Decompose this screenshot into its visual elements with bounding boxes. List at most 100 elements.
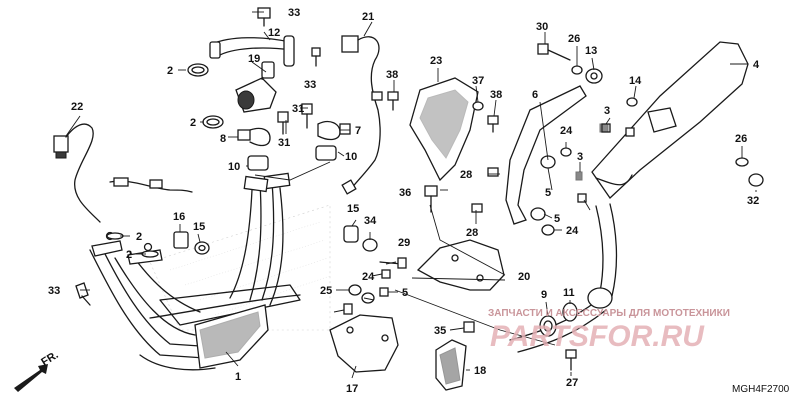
callout-13: 13 — [585, 45, 597, 57]
bolt-35[interactable] — [463, 321, 475, 333]
collar-3-a[interactable] — [599, 123, 609, 133]
callout-30: 30 — [536, 21, 548, 33]
bolt-28-a[interactable] — [487, 167, 499, 177]
washer-24-a[interactable] — [560, 147, 572, 157]
callout-2: 2 — [136, 231, 142, 243]
bolt-38-right[interactable] — [487, 115, 499, 133]
bush-5-b[interactable] — [530, 207, 546, 221]
watermark-brand: PARTSFOR.RU — [490, 320, 705, 353]
callout-2: 2 — [167, 65, 173, 77]
bolt-31-b[interactable] — [301, 103, 313, 129]
callout-33: 33 — [48, 285, 60, 297]
bolt-24-bottom-left[interactable] — [343, 303, 353, 315]
bolt-27[interactable] — [565, 349, 577, 371]
callout-31: 31 — [278, 137, 290, 149]
bolt-33-mid[interactable] — [311, 47, 321, 67]
front-arrow-marker — [14, 364, 48, 392]
bolt-33-left[interactable] — [75, 282, 91, 306]
leader-lines — [65, 11, 757, 379]
callout-36: 36 — [399, 187, 411, 199]
o-ring-2-mid[interactable] — [202, 115, 224, 129]
bolt-33-top[interactable] — [257, 7, 271, 27]
clamp-7[interactable] — [317, 120, 351, 141]
washer-26-top[interactable] — [571, 65, 583, 75]
cover-18[interactable] — [435, 339, 467, 391]
callout-24: 24 — [566, 225, 579, 237]
callout-5: 5 — [402, 287, 408, 299]
callout-29: 29 — [398, 237, 410, 249]
bolt-24-mid[interactable] — [381, 269, 391, 279]
nut-34[interactable] — [362, 238, 378, 252]
o2-sensor-22[interactable] — [53, 123, 193, 223]
muffler-bracket-6[interactable] — [505, 85, 587, 225]
callout-38: 38 — [386, 69, 398, 81]
callout-33: 33 — [288, 7, 300, 19]
callout-2: 2 — [190, 117, 196, 129]
lower-heat-shield-17[interactable] — [329, 314, 399, 373]
callout-22: 22 — [71, 101, 83, 113]
exhaust-header-pipe[interactable] — [89, 172, 301, 371]
reed-valve-19[interactable] — [235, 61, 277, 113]
hose-10-right[interactable] — [315, 145, 337, 161]
nut-3-bottom[interactable] — [361, 292, 375, 304]
o2-sensor-21[interactable] — [341, 35, 383, 195]
nut-32[interactable] — [748, 173, 764, 187]
bolt-30[interactable] — [537, 43, 571, 61]
bush-5-c[interactable] — [577, 193, 587, 203]
callout-1: 1 — [235, 371, 241, 383]
bolt-31-a[interactable] — [277, 111, 289, 135]
callout-2: 2 — [126, 249, 132, 261]
callout-15: 15 — [347, 203, 359, 215]
air-pipe-12[interactable] — [209, 35, 295, 67]
callout-34: 34 — [364, 215, 377, 227]
washer-37[interactable] — [472, 101, 484, 111]
callout-6: 6 — [532, 89, 538, 101]
callout-3: 3 — [604, 105, 610, 117]
nut-15-left[interactable] — [194, 241, 210, 255]
bolt-28-b[interactable] — [471, 203, 483, 213]
callout-28: 28 — [466, 227, 478, 239]
callout-7: 7 — [355, 125, 361, 137]
o-ring-2-top[interactable] — [187, 63, 209, 77]
bolt-38-left[interactable] — [387, 91, 399, 111]
callout-27: 27 — [566, 377, 578, 389]
clamp-15-right[interactable] — [343, 225, 359, 243]
washer-24-b[interactable] — [541, 224, 555, 236]
callout-32: 32 — [747, 195, 759, 207]
callout-24: 24 — [362, 271, 375, 283]
callout-19: 19 — [248, 53, 260, 65]
callout-37: 37 — [472, 75, 484, 87]
callout-25: 25 — [320, 285, 332, 297]
callout-8: 8 — [220, 133, 226, 145]
hose-10-left[interactable] — [247, 155, 269, 171]
watermark: ЗАПЧАСТИ И АКСЕССУАРЫ ДЛЯ МОТОТЕХНИКИ PA… — [488, 308, 730, 353]
callout-18: 18 — [474, 365, 486, 377]
callout-28: 28 — [460, 169, 472, 181]
callout-11: 11 — [563, 287, 575, 299]
gasket-left[interactable] — [106, 232, 159, 258]
callout-26: 26 — [735, 133, 747, 145]
heat-shield-23[interactable] — [409, 77, 479, 182]
watermark-caption: ЗАПЧАСТИ И АКСЕССУАРЫ ДЛЯ МОТОТЕХНИКИ — [488, 308, 730, 319]
clamp-8[interactable] — [237, 127, 271, 147]
callout-5: 5 — [545, 187, 551, 199]
callout-3: 3 — [577, 151, 583, 163]
bolt-5-bottom[interactable] — [379, 287, 389, 297]
diagram-code: MGH4F2700 — [732, 384, 790, 395]
nut-25[interactable] — [348, 284, 362, 296]
bracket-20[interactable] — [416, 239, 505, 291]
callout-14: 14 — [629, 75, 642, 87]
collar-3-b[interactable] — [575, 171, 583, 181]
collar-14[interactable] — [626, 97, 638, 107]
callout-15: 15 — [193, 221, 205, 233]
callout-33: 33 — [304, 79, 316, 91]
sensor-cap-16[interactable] — [173, 231, 189, 249]
callout-21: 21 — [362, 11, 374, 23]
frame-hatch-area — [149, 204, 331, 331]
washer-26-right[interactable] — [735, 157, 749, 167]
callout-38: 38 — [490, 89, 502, 101]
muffler-4[interactable] — [591, 41, 749, 199]
callout-35: 35 — [434, 325, 446, 337]
bush-13[interactable] — [585, 68, 603, 84]
callout-23: 23 — [430, 55, 442, 67]
